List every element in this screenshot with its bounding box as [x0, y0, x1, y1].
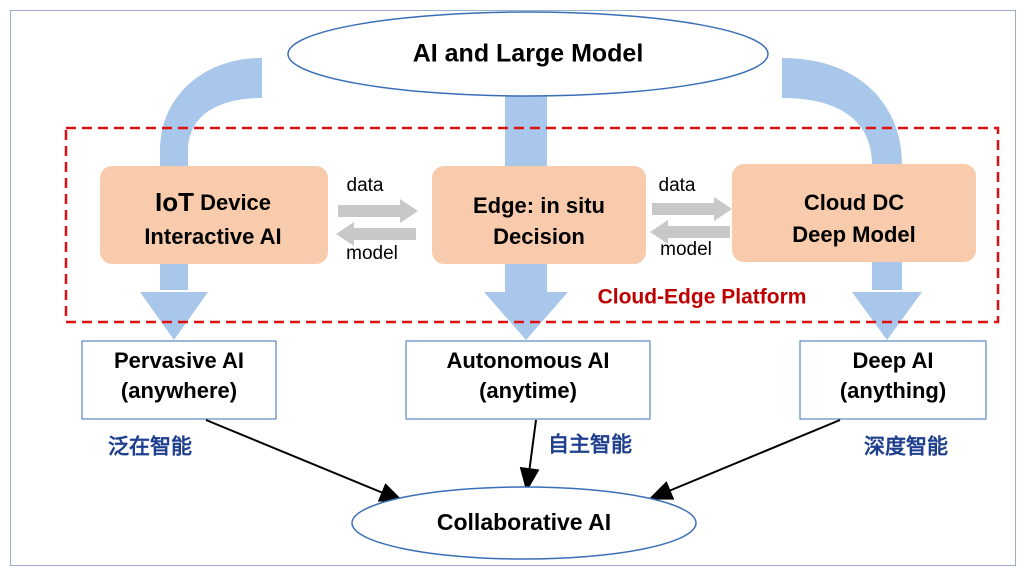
- iot-line1-rest: Device: [194, 190, 271, 215]
- collaborative-ai-label: Collaborative AI: [437, 509, 611, 535]
- edge-line2: Decision: [493, 224, 585, 249]
- pervasive-cn-label: 泛在智能: [108, 435, 192, 459]
- autonomous-ai-box: Autonomous AI (anytime): [405, 340, 651, 420]
- right-data-arrow: [652, 197, 732, 221]
- iot-device-node: IoT Device Interactive AI: [100, 166, 328, 264]
- slide-frame: [10, 10, 1016, 566]
- right-data-label: data: [659, 175, 696, 196]
- right-model-arrow: [650, 220, 730, 244]
- cloud-edge-platform-border: [64, 126, 1000, 324]
- autonomous-line2: (anytime): [479, 378, 577, 403]
- pervasive-line1: Pervasive AI: [114, 348, 244, 373]
- left-model-label: model: [346, 243, 398, 264]
- autonomous-to-collab-arrow: [519, 419, 540, 492]
- pervasive-to-collab-arrow: [205, 419, 404, 502]
- cloud-line2: Deep Model: [792, 222, 915, 247]
- pervasive-ai-box: Pervasive AI (anywhere): [81, 340, 277, 420]
- ai-large-model-node: AI and Large Model: [287, 11, 769, 97]
- deep-line2: (anything): [840, 378, 946, 403]
- collaborative-ai-node: Collaborative AI: [351, 486, 697, 560]
- pervasive-line2: (anywhere): [121, 378, 237, 403]
- deep-ai-box: Deep AI (anything): [799, 340, 987, 420]
- cloud-dc-node: Cloud DC Deep Model: [732, 164, 976, 262]
- iot-line2: Interactive AI: [144, 224, 281, 249]
- right-model-label: model: [660, 239, 712, 260]
- autonomous-cn-label: 自主智能: [548, 433, 632, 457]
- deep-cn-label: 深度智能: [864, 435, 948, 459]
- edge-line1: Edge: in situ: [473, 193, 605, 218]
- autonomous-line1: Autonomous AI: [447, 348, 610, 373]
- iot-line1-big: IoT: [155, 187, 194, 217]
- iot-line1: IoT Device: [155, 187, 271, 217]
- left-model-arrow: [336, 222, 416, 246]
- left-data-arrow: [338, 199, 418, 223]
- edge-node: Edge: in situ Decision: [432, 166, 646, 264]
- left-data-label: data: [347, 175, 384, 196]
- ai-large-model-label: AI and Large Model: [413, 40, 644, 68]
- deep-to-collab-arrow: [648, 419, 841, 500]
- deep-line1: Deep AI: [852, 348, 933, 373]
- cloud-edge-platform-label: Cloud-Edge Platform: [598, 286, 807, 309]
- cloud-line1: Cloud DC: [804, 190, 904, 215]
